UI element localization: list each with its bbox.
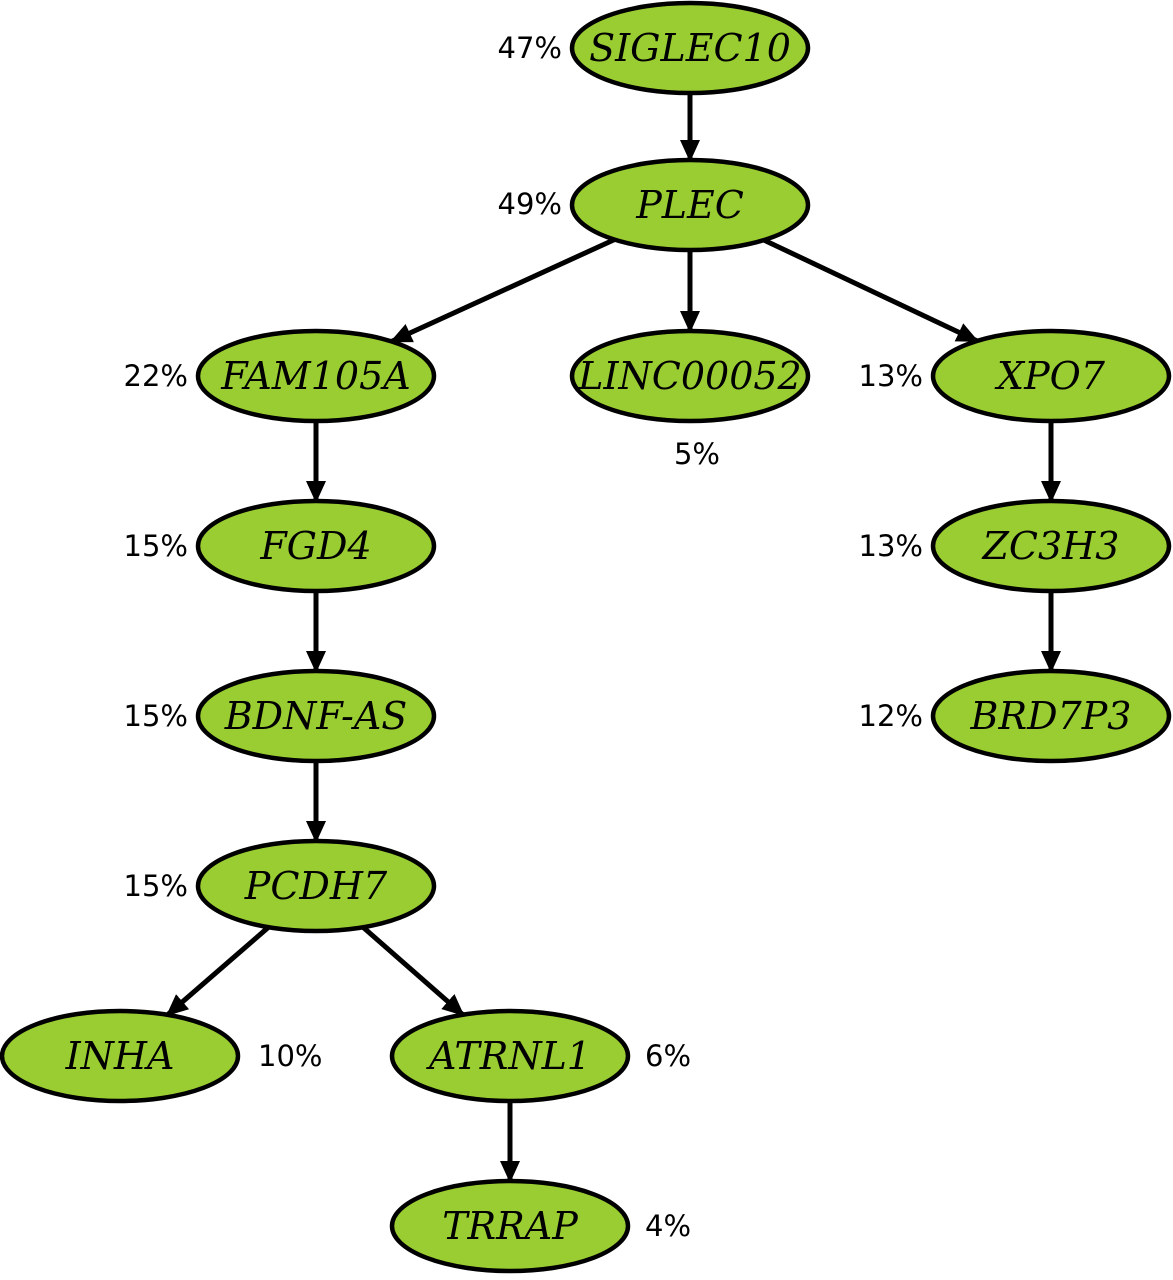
node-pcdh7: PCDH7 15% xyxy=(124,838,437,934)
node-fam105a: FAM105A 22% xyxy=(124,328,437,424)
node-ellipse xyxy=(389,1008,631,1104)
percent-label: 47% xyxy=(498,31,562,65)
edge-plec-to-fam105a xyxy=(389,237,616,344)
percent-label: 10% xyxy=(258,1039,322,1073)
node-linc00052: LINC00052 5% xyxy=(569,328,811,471)
node-siglec10: SIGLEC10 47% xyxy=(498,0,811,96)
node-label: SIGLEC10 xyxy=(589,26,791,70)
node-label: TRRAP xyxy=(442,1204,579,1248)
node-label: LINC00052 xyxy=(577,354,801,398)
node-label: BRD7P3 xyxy=(970,694,1132,738)
node-label: ATRNL1 xyxy=(426,1034,591,1078)
node-ellipse xyxy=(195,668,437,764)
node-label: BDNF-AS xyxy=(224,694,408,738)
node-trrap: TRRAP 4% xyxy=(389,1178,691,1274)
node-zc3h3: ZC3H3 13% xyxy=(859,498,1172,594)
node-label: XPO7 xyxy=(994,354,1106,398)
node-plec: PLEC 49% xyxy=(498,157,811,253)
percent-label: 49% xyxy=(498,187,562,221)
percent-label: 15% xyxy=(124,529,188,563)
node-ellipse xyxy=(195,838,437,934)
node-bdnf-as: BDNF-AS 15% xyxy=(124,668,437,764)
node-xpo7: XPO7 13% xyxy=(859,328,1172,424)
node-ellipse xyxy=(195,498,437,594)
node-label: INHA xyxy=(65,1034,175,1078)
edge-pcdh7-to-atrnl1 xyxy=(361,925,465,1017)
node-ellipse xyxy=(0,1008,241,1104)
node-label: ZC3H3 xyxy=(982,524,1120,568)
node-ellipse xyxy=(569,157,811,253)
node-ellipse xyxy=(930,328,1172,424)
percent-label: 12% xyxy=(859,699,923,733)
node-ellipse xyxy=(569,328,811,424)
percent-label: 15% xyxy=(124,699,188,733)
edge-pcdh7-to-inha xyxy=(165,925,271,1017)
node-ellipse xyxy=(569,0,811,96)
node-atrnl1: ATRNL1 6% xyxy=(389,1008,691,1104)
edges-layer xyxy=(165,93,1061,1183)
percent-label: 13% xyxy=(859,529,923,563)
node-ellipse xyxy=(930,498,1172,594)
node-label: PLEC xyxy=(635,183,744,227)
percent-label: 6% xyxy=(645,1039,691,1073)
node-fgd4: FGD4 15% xyxy=(124,498,437,594)
node-ellipse xyxy=(930,668,1172,764)
node-label: FAM105A xyxy=(220,354,410,398)
percent-label: 15% xyxy=(124,869,188,903)
node-inha: INHA 10% xyxy=(0,1008,322,1104)
edge-plec-to-xpo7 xyxy=(762,237,979,344)
percent-label: 13% xyxy=(859,359,923,393)
node-brd7p3: BRD7P3 12% xyxy=(859,668,1172,764)
node-ellipse xyxy=(389,1178,631,1274)
percent-label: 22% xyxy=(124,359,188,393)
node-label: FGD4 xyxy=(259,524,371,568)
percent-label: 5% xyxy=(674,437,720,471)
node-label: PCDH7 xyxy=(244,864,388,908)
node-ellipse xyxy=(195,328,437,424)
percent-label: 4% xyxy=(645,1209,691,1243)
